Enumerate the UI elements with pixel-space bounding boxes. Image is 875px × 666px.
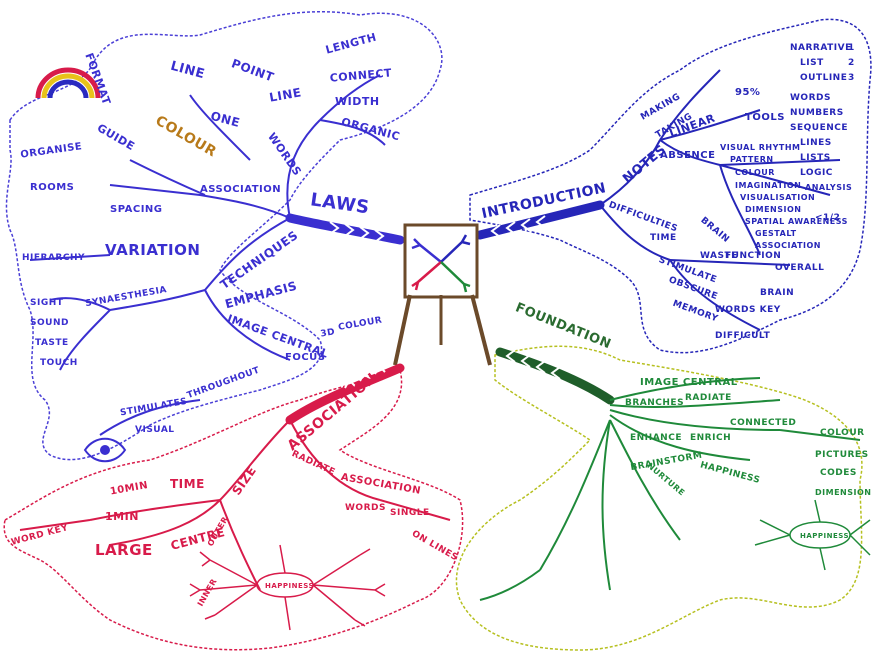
laws-3d: 3D [320,327,336,339]
assoc-happiness: HAPPINESS [265,582,314,590]
intro-difficulties: DIFFICULTIES [607,200,679,234]
intro-imagination: IMAGINATION [735,181,801,190]
laws-length: LENGTH [324,31,378,57]
intro-outline: OUTLINE [800,73,847,83]
intro-gestalt: GESTALT [755,229,797,238]
laws-organic: ORGANIC [340,115,402,143]
intro-numbers: NUMBERS [790,108,844,118]
intro-linear: LINEAR [668,111,717,140]
intro-n2: 2 [848,58,855,68]
laws-throughout: THROUGHOUT [186,365,262,401]
laws-words: WORDS [265,130,304,178]
intro-list: LIST [800,58,824,68]
intro-visual-rhythm: VISUAL RHYTHM [720,143,801,152]
intro-tools: TOOLS [745,112,785,123]
intro-notes: NOTES [620,142,669,187]
laws-hierarchy: HIERARCHY [22,253,85,263]
intro-sequence: SEQUENCE [790,123,848,133]
intro-difficult: DIFFICULT [715,331,771,341]
foundation-image-central: IMAGE CENTRAL [640,377,738,388]
assoc-single: SINGLE [390,508,430,518]
foundation-cloud-outline [456,346,861,650]
intro-pattern: PATTERN [730,155,774,164]
laws-connect: CONNECT [329,66,392,84]
laws-organise: ORGANISE [20,141,83,161]
rainbow-icon [38,70,98,98]
intro-visualisation: VISUALISATION [740,193,815,202]
assoc-1min: 1MIN [105,510,139,523]
intro-n1: 1 [848,43,855,53]
foundation-colour: COLOUR [820,428,865,438]
foundation-radiate: RADIATE [685,393,732,403]
foundation-sub-branches [480,378,860,600]
laws-stimulates: STIMULATES [119,397,188,419]
foundation-happiness-2: HAPPINESS [800,532,849,540]
foundation-branches: BRANCHES [625,398,684,408]
foundation-happiness: HAPPINESS [699,460,761,486]
laws-guide: GUIDE [95,121,137,153]
assoc-association: ASSOCIATION [340,472,422,497]
foundation-connected: CONNECTED [730,418,796,428]
foundation-enrich: ENRICH [690,433,731,443]
assoc-time: TIME [170,477,205,491]
intro-waste: WASTE [700,251,738,261]
intro-dimension: DIMENSION [745,205,801,214]
foundation-title: FOUNDATION [513,300,613,352]
introduction-region: INTRODUCTION NOTES MAKING TAKING LINEAR … [470,19,871,352]
laws-focus: FOCUS [285,352,326,363]
foundation-region: FOUNDATION IMAGE CENTRAL BRANCHES RADIAT… [456,300,871,650]
foundation-brainstorm: BRAINSTORM [630,451,703,473]
intro-lists: LISTS [800,153,831,163]
laws-line: LINE [169,59,207,83]
laws-title: LAWS [309,189,371,218]
laws-one: ONE [209,109,242,130]
laws-colour-2: COLOUR [337,315,383,333]
intro-words-key: WORDS KEY [715,305,781,315]
foundation-enhance: ENHANCE [630,433,682,443]
assoc-radiate: RADIATE [290,449,337,478]
intro-words: WORDS [790,93,831,103]
easel-mindmap-icon [395,225,490,365]
laws-sight: SIGHT [30,298,64,308]
laws-taste: TASTE [35,338,69,348]
assoc-size: SIZE [229,464,259,498]
laws-visual: VISUAL [135,425,175,435]
foundation-codes: CODES [820,468,857,478]
laws-association: ASSOCIATION [200,184,281,195]
assoc-on-lines: ON LINES [410,529,460,563]
laws-sound: SOUND [30,318,69,328]
laws-width: WIDTH [335,95,380,108]
intro-lines: LINES [800,138,832,148]
intro-spatial: SPATIAL AWARENESS [745,217,848,226]
association-region: ASSOCIATION SIZE RADIATE ASSOCIATION WOR… [4,366,462,650]
intro-absence: ABSENCE [660,150,715,161]
laws-point: POINT [230,56,277,84]
laws-variation: VARIATION [105,241,200,259]
laws-rooms: ROOMS [30,182,74,193]
assoc-large: LARGE [95,541,153,559]
intro-narrative: NARRATIVE [790,43,852,53]
assoc-inner: INNER [196,577,219,608]
laws-touch: TOUCH [40,358,78,368]
intro-colour: COLOUR [735,168,775,177]
foundation-dimension: DIMENSION [815,488,871,497]
intro-n3: 3 [848,73,855,83]
intro-logic: LOGIC [800,168,833,178]
intro-association: ASSOCIATION [755,241,821,250]
intro-brain: BRAIN [698,216,731,246]
laws-region: LAWS FORMAT LINE POINT ONE WORDS LENGTH … [6,12,441,461]
laws-synaesthesia: SYNAESTHESIA [85,285,168,309]
assoc-10min: 10MIN [109,480,149,498]
laws-spacing: SPACING [110,204,163,215]
eye-icon [85,439,125,462]
intro-brain-2: BRAIN [760,288,794,298]
intro-time: TIME [650,233,677,243]
intro-pct: 95% [735,87,760,98]
assoc-words: WORDS [345,503,386,513]
intro-overall: OVERALL [775,263,824,273]
laws-line-2: LINE [268,85,302,104]
foundation-pictures: PICTURES [815,450,869,460]
intro-analysis: ANALYSIS [805,183,852,192]
